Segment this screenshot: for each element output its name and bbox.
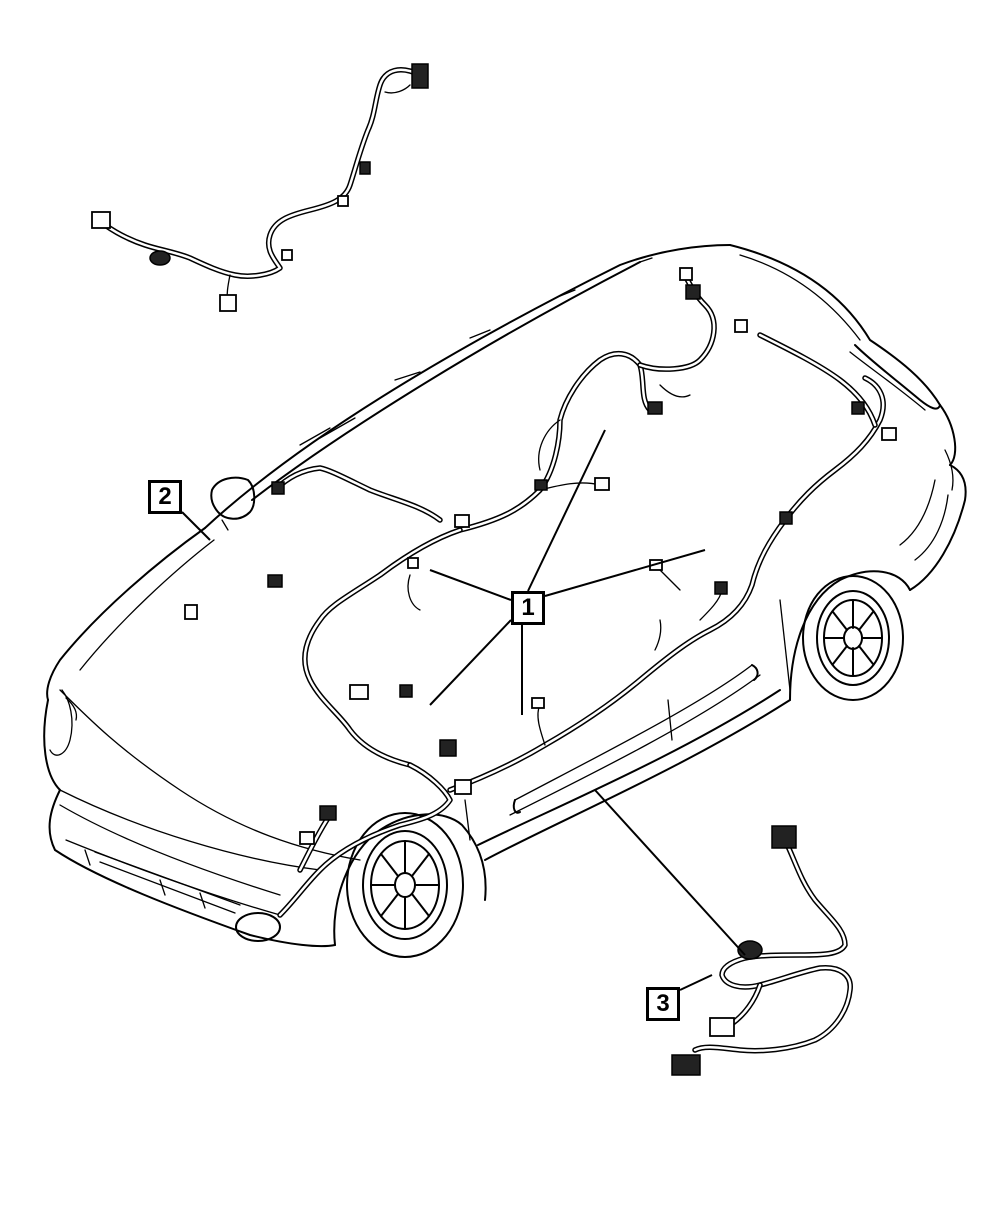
leader-lines: [181, 429, 746, 991]
callout-label-1: 1: [511, 591, 545, 625]
callout-number: 1: [521, 594, 535, 621]
callout-number: 2: [158, 483, 172, 510]
callout-label-2: 2: [148, 480, 182, 514]
callout-label-3: 3: [646, 987, 680, 1021]
vehicle-body: [43, 244, 967, 958]
body-wiring-harness: [184, 267, 897, 918]
overhead-wiring-harness: [91, 63, 429, 312]
callout-number: 3: [656, 990, 670, 1017]
door-wiring-harness: [671, 825, 853, 1076]
